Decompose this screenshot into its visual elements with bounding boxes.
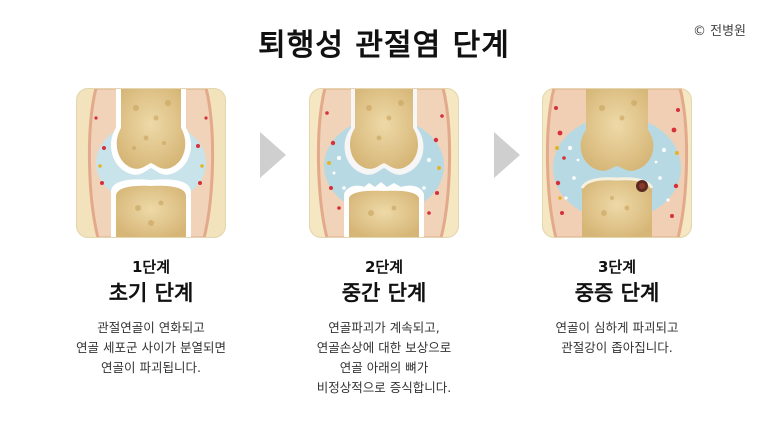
stage-3-description-line: 관절강이 좁아집니다. bbox=[561, 340, 673, 355]
stage-3-description: 연골이 심하게 파괴되고 관절강이 좁아집니다. bbox=[497, 318, 737, 358]
stage-1-number: 1단계 bbox=[131, 258, 171, 276]
stage-1-illustration bbox=[76, 88, 226, 238]
stage-2-description-line: 연골손상에 대한 보상으로 bbox=[316, 340, 452, 355]
stage-2-description-line: 연골 아래의 뼈가 bbox=[339, 360, 429, 375]
progression-arrow bbox=[492, 130, 522, 184]
stage-1-description: 관절연골이 연화되고 연골 세포군 사이가 분열되면 연골이 파괴됩니다. bbox=[31, 318, 271, 378]
stage-2-description-line: 연골파괴가 계속되고, bbox=[328, 320, 440, 335]
stage-2-description-line: 비정상적으로 증식합니다. bbox=[316, 380, 452, 395]
stage-1-description-line: 관절연골이 연화되고 bbox=[97, 320, 205, 335]
stage-3-name: 중증 단계 bbox=[574, 281, 660, 305]
stage-2-description: 연골파괴가 계속되고, 연골손상에 대한 보상으로 연골 아래의 뼈가 비정상적… bbox=[264, 318, 504, 398]
stage-1-description-line: 연골이 파괴됩니다. bbox=[101, 360, 201, 375]
stage-2-number: 2단계 bbox=[364, 258, 404, 276]
stage-3-description-line: 연골이 심하게 파괴되고 bbox=[555, 320, 679, 335]
stage-2-illustration bbox=[309, 88, 459, 238]
stage-3-illustration bbox=[542, 88, 692, 238]
page-title: 퇴행성 관절염 단계 bbox=[258, 28, 510, 63]
stage-1-description-line: 연골 세포군 사이가 분열되면 bbox=[76, 340, 226, 355]
stage-1-name: 초기 단계 bbox=[108, 281, 194, 305]
progression-arrow bbox=[258, 130, 288, 184]
copyright-credit: © 전병원 bbox=[692, 24, 746, 39]
stage-2-name: 중간 단계 bbox=[341, 281, 427, 305]
stage-3-number: 3단계 bbox=[597, 258, 637, 276]
